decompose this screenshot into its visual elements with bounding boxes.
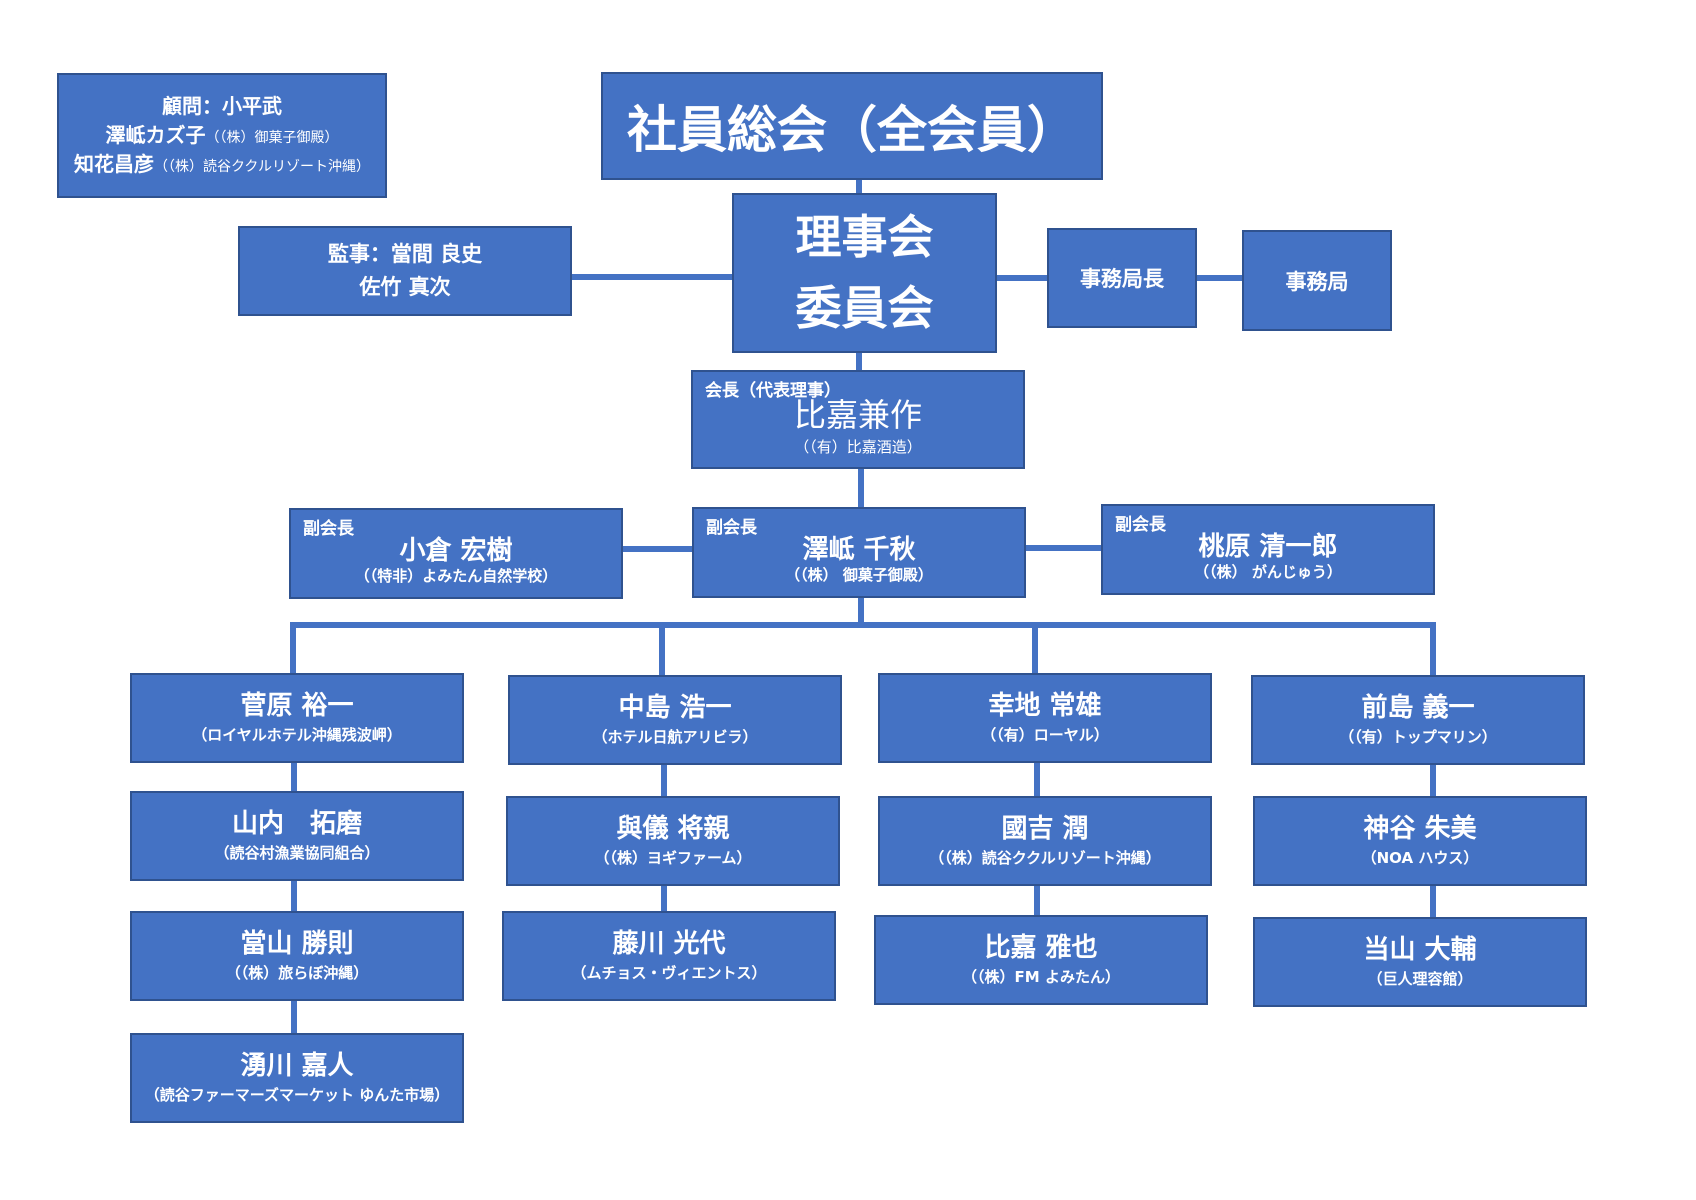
member-box-c1-1: 菅原 裕一 （ロイヤルホテル沖縄残波岬）	[130, 673, 464, 763]
vice-president-role-3: 副会長	[1115, 515, 1166, 535]
connector-secretary-secretariat	[1195, 275, 1243, 281]
secretary-general-box: 事務局長	[1047, 228, 1197, 328]
advisor-name-3: 知花昌彦	[73, 152, 154, 176]
member-org: （ムチョス・ヴィエントス）	[571, 963, 767, 982]
member-box-c3-3: 比嘉 雅也 （（株）FM よみたん）	[874, 915, 1208, 1005]
secretariat-label: 事務局	[1285, 269, 1349, 294]
connector-president-vp	[858, 467, 864, 509]
vice-president-org-3: （（株） がんじゅう）	[1194, 563, 1342, 582]
member-name: 湧川 嘉人	[240, 1050, 354, 1081]
advisor-name-2: 澤岻カズ子	[105, 123, 206, 147]
member-name: 当山 大輔	[1363, 934, 1477, 965]
connector-auditor-board	[570, 274, 734, 280]
member-org: （読谷ファーマーズマーケット ゆんた市場）	[144, 1085, 450, 1104]
advisor-row-3: 知花昌彦（（株）読谷ククルリゾート沖縄）	[74, 150, 370, 179]
member-box-c1-2: 山内 拓磨 （読谷村漁業協同組合）	[130, 791, 464, 881]
connector-drop-col2	[659, 622, 665, 677]
member-box-c2-3: 藤川 光代 （ムチョス・ヴィエントス）	[502, 911, 836, 1001]
general-assembly-label: 社員総会（全会員）	[627, 101, 1077, 159]
board-box: 理事会 委員会	[732, 193, 997, 353]
member-name: 山内 拓磨	[231, 808, 362, 839]
secretary-general-label: 事務局長	[1080, 267, 1164, 291]
connector-vp-left	[622, 546, 694, 552]
member-org: （読谷村漁業協同組合）	[214, 843, 380, 862]
member-org: （（株）読谷ククルリゾート沖縄）	[929, 848, 1161, 867]
member-org: （ホテル日航アリビラ）	[592, 727, 758, 746]
connector-drop-col4	[1430, 622, 1436, 677]
vice-president-org-2: （（株） 御菓子御殿）	[785, 566, 933, 585]
vice-president-name-1: 小倉 宏樹	[399, 536, 513, 567]
board-label: 理事会	[795, 209, 934, 264]
member-box-c3-2: 國吉 潤 （（株）読谷ククルリゾート沖縄）	[878, 796, 1212, 886]
member-name: 國吉 潤	[1001, 813, 1089, 844]
member-box-c4-3: 当山 大輔 （巨人理容館）	[1253, 917, 1587, 1007]
connector-vp-right	[1025, 545, 1103, 551]
vice-president-role-2: 副会長	[706, 518, 757, 538]
member-name: 藤川 光代	[612, 928, 726, 959]
member-name: 菅原 裕一	[240, 690, 354, 721]
president-role: 会長（代表理事）	[705, 381, 841, 401]
member-name: 比嘉 雅也	[984, 932, 1098, 963]
vice-president-org-1: （（特非）よみたん自然学校）	[354, 567, 558, 586]
member-org: （（有）ローヤル）	[981, 725, 1109, 744]
member-name: 當山 勝則	[240, 928, 354, 959]
connector-assembly-board	[856, 178, 862, 196]
connector-drop-col3	[1032, 622, 1038, 675]
member-box-c2-1: 中島 浩一 （ホテル日航アリビラ）	[508, 675, 842, 765]
president-name: 比嘉兼作	[793, 395, 922, 434]
advisor-org-2: （（株）御菓子御殿）	[205, 130, 339, 146]
member-box-c4-2: 神谷 朱美 （NOA ハウス）	[1253, 796, 1587, 886]
president-org: （（有）比嘉酒造）	[794, 437, 922, 456]
vice-president-name-2: 澤岻 千秋	[802, 535, 916, 566]
connector-vp-trunk	[858, 596, 864, 626]
member-org: （（株）旅らぼ沖縄）	[225, 963, 369, 982]
president-box: 会長（代表理事） 比嘉兼作 （（有）比嘉酒造）	[691, 370, 1025, 469]
member-org: （（株）ヨギファーム）	[594, 848, 752, 867]
member-org: （（有）トップマリン）	[1339, 727, 1497, 746]
advisor-org-3: （（株）読谷ククルリゾート沖縄）	[153, 159, 371, 175]
secretariat-box: 事務局	[1242, 230, 1392, 331]
connector-drop-col1	[290, 622, 296, 674]
advisor-title: 顧問：小平武	[162, 94, 282, 118]
member-name: 中島 浩一	[618, 692, 732, 723]
advisor-box: 顧問：小平武 澤岻カズ子（（株）御菓子御殿） 知花昌彦（（株）読谷ククルリゾート…	[57, 73, 387, 198]
connector-board-secretary	[995, 275, 1048, 281]
committee-label: 委員会	[795, 281, 934, 335]
member-name: 神谷 朱美	[1363, 813, 1477, 844]
member-name: 與儀 将親	[616, 813, 730, 844]
connector-board-president	[856, 352, 862, 372]
member-org: （（株）FM よみたん）	[962, 967, 1120, 986]
member-box-c3-1: 幸地 常雄 （（有）ローヤル）	[878, 673, 1212, 763]
member-name: 前島 義一	[1361, 692, 1475, 723]
member-box-c2-2: 與儀 将親 （（株）ヨギファーム）	[506, 796, 840, 886]
member-box-c4-1: 前島 義一 （（有）トップマリン）	[1251, 675, 1585, 765]
member-org: （ロイヤルホテル沖縄残波岬）	[192, 725, 402, 744]
advisor-row-2: 澤岻カズ子（（株）御菓子御殿）	[106, 121, 339, 150]
member-box-c1-3: 當山 勝則 （（株）旅らぼ沖縄）	[130, 911, 464, 1001]
auditor-line-1: 監事：當間 良史	[327, 242, 483, 267]
auditor-box: 監事：當間 良史 佐竹 真次	[238, 226, 572, 316]
vice-president-name-3: 桃原 清一郎	[1198, 532, 1338, 563]
vice-president-role-1: 副会長	[303, 519, 354, 539]
general-assembly-box: 社員総会（全会員）	[601, 72, 1103, 180]
vice-president-box-1: 副会長 小倉 宏樹 （（特非）よみたん自然学校）	[289, 508, 623, 599]
connector-col1-vertical	[291, 760, 297, 1035]
vice-president-box-3: 副会長 桃原 清一郎 （（株） がんじゅう）	[1101, 504, 1435, 595]
vice-president-box-2: 副会長 澤岻 千秋 （（株） 御菓子御殿）	[692, 507, 1026, 598]
member-box-c1-4: 湧川 嘉人 （読谷ファーマーズマーケット ゆんた市場）	[130, 1033, 464, 1123]
auditor-line-2: 佐竹 真次	[359, 275, 451, 299]
member-name: 幸地 常雄	[988, 690, 1102, 721]
connector-horizontal-bus	[290, 622, 1436, 628]
member-org: （NOA ハウス）	[1361, 848, 1479, 867]
member-org: （巨人理容館）	[1367, 969, 1473, 988]
